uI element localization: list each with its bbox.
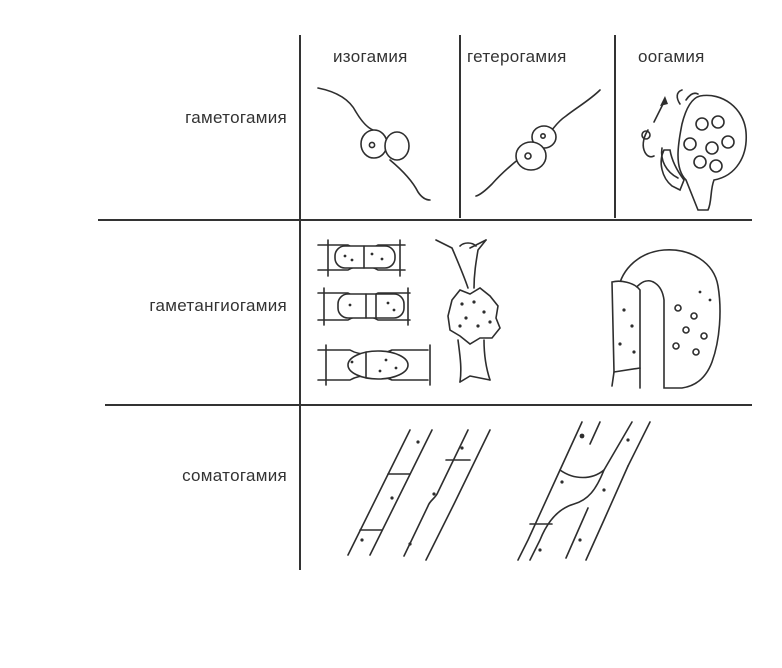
gametangiogamy-filaments-illustration (317, 239, 431, 386)
column-header-heterogamy: гетерогамия (467, 47, 567, 66)
gametangiogamy-sac-illustration (611, 249, 721, 389)
column-header-isogamy: изогамия (333, 47, 408, 66)
oogamy-illustration (641, 89, 747, 211)
row-label-gametogamy: гаметогамия (185, 108, 287, 127)
row-label-gametangiogamy: гаметангиогамия (149, 296, 287, 315)
gametangiogamy-zygospore-illustration (435, 239, 501, 383)
grid-lines (98, 35, 752, 570)
column-header-oogamy: оогамия (638, 47, 705, 66)
heterogamy-illustration (475, 89, 601, 197)
isogamy-illustration (317, 87, 431, 201)
row-label-somatogamy: соматогамия (182, 466, 287, 485)
somatogamy-illustration (347, 421, 651, 561)
